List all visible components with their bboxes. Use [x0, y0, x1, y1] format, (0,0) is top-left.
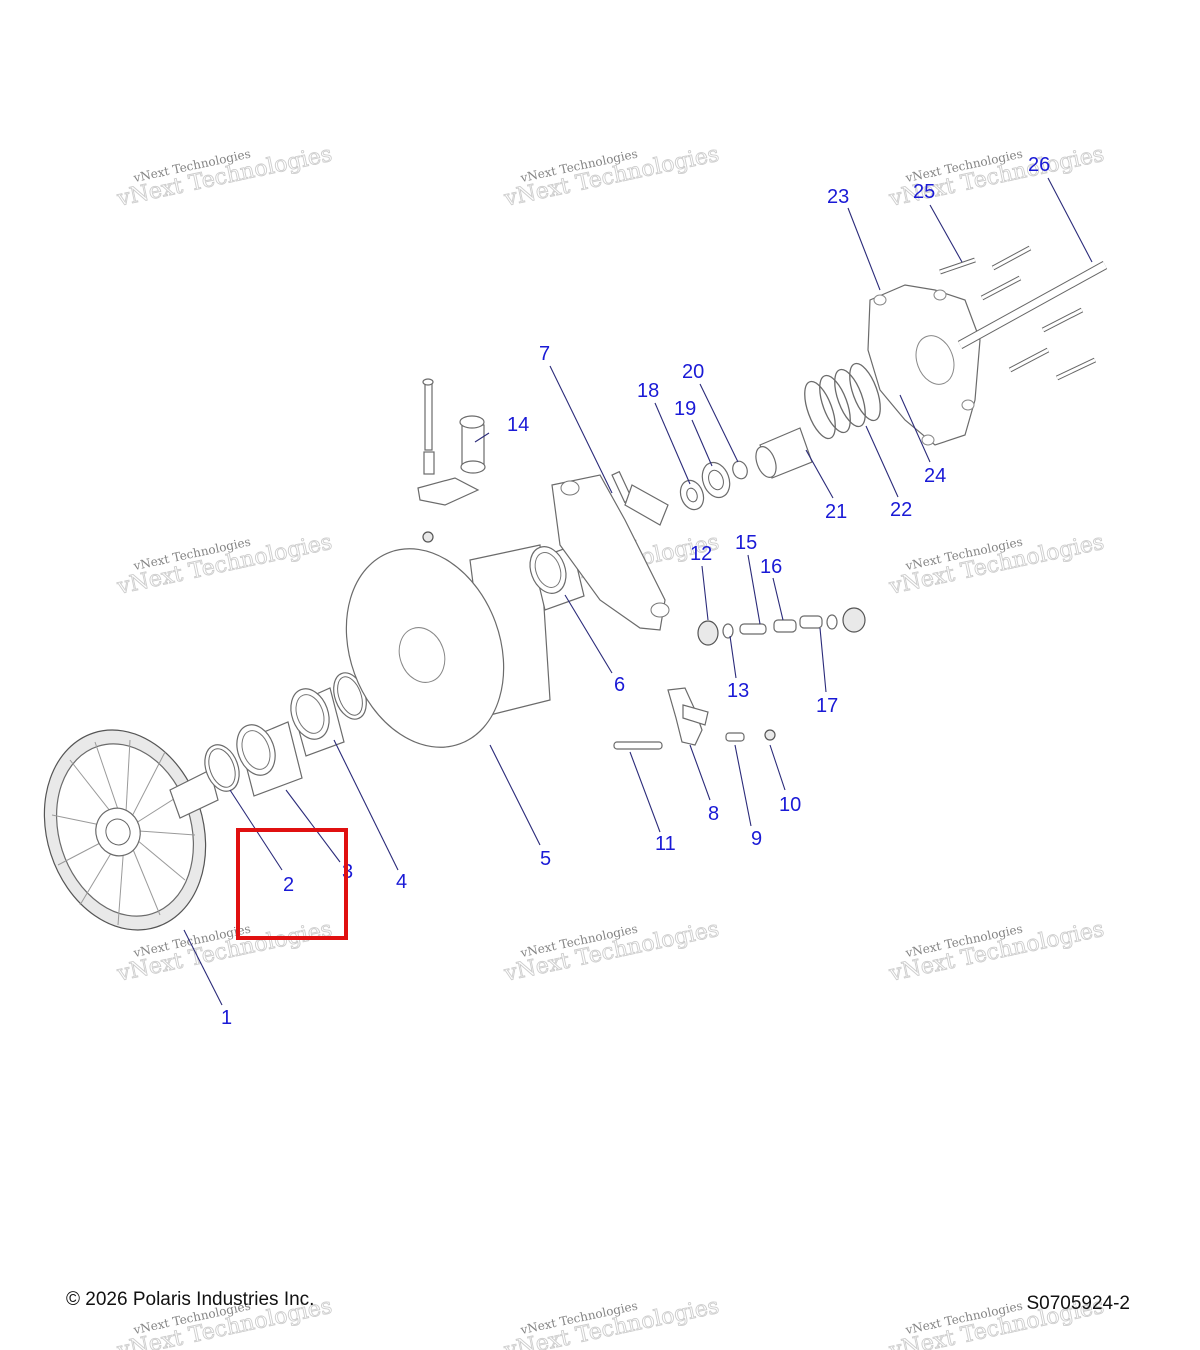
part-o-ring [204, 744, 240, 792]
callout-25[interactable]: 25 [913, 181, 935, 203]
part-roller-pins [697, 607, 866, 646]
watermark: vNext Technologies vNext Technologies [114, 529, 335, 600]
watermark: vNext Technologies vNext Technologies [501, 916, 722, 987]
part-flyweight [613, 687, 776, 750]
callout-1[interactable]: 1 [221, 1007, 232, 1029]
part-bushing-outer [290, 672, 367, 757]
part-cover [867, 284, 981, 446]
callout-5[interactable]: 5 [540, 848, 551, 870]
callout-18[interactable]: 18 [637, 380, 659, 402]
leader-lines [183, 177, 1093, 1006]
callout-20[interactable]: 20 [682, 361, 704, 383]
watermark: vNext Technologies vNext Technologies [886, 529, 1107, 600]
callout-14[interactable]: 14 [507, 414, 529, 436]
callout-6[interactable]: 6 [614, 674, 625, 696]
part-moveable-sheave [345, 544, 551, 748]
part-weight-hardware [417, 378, 486, 543]
callouts: 1 2 3 4 5 6 7 8 9 10 11 12 13 14 15 16 1… [221, 154, 1050, 1029]
callout-4[interactable]: 4 [396, 871, 407, 893]
part-fixed-sheave [43, 729, 219, 931]
callout-10[interactable]: 10 [779, 794, 801, 816]
part-bushing [236, 721, 303, 797]
watermark: vNext Technologies vNext Technologies [501, 141, 722, 212]
highlight-box [236, 828, 348, 940]
callout-12[interactable]: 12 [690, 543, 712, 565]
callout-16[interactable]: 16 [760, 556, 782, 578]
callout-15[interactable]: 15 [735, 532, 757, 554]
callout-19[interactable]: 19 [674, 398, 696, 420]
copyright-text: © 2026 Polaris Industries Inc. [66, 1289, 315, 1310]
callout-22[interactable]: 22 [890, 499, 912, 521]
part-bolts [939, 245, 1108, 381]
callout-2[interactable]: 2 [283, 874, 294, 896]
watermark: vNext Technologies vNext Technologies [886, 916, 1107, 987]
callout-21[interactable]: 21 [825, 501, 847, 523]
part-spider-bushing [529, 545, 585, 611]
part-spider [551, 470, 670, 631]
callout-17[interactable]: 17 [816, 695, 838, 717]
callout-11[interactable]: 11 [655, 833, 676, 855]
part-washers [679, 460, 748, 511]
callout-9[interactable]: 9 [751, 828, 762, 850]
watermark: vNext Technologies vNext Technologies [501, 1293, 722, 1350]
callout-24[interactable]: 24 [924, 465, 946, 487]
callout-13[interactable]: 13 [727, 680, 749, 702]
callout-7[interactable]: 7 [539, 343, 550, 365]
diagram-id: S0705924-2 [1026, 1293, 1130, 1314]
callout-26[interactable]: 26 [1028, 154, 1050, 176]
callout-23[interactable]: 23 [827, 186, 849, 208]
callout-8[interactable]: 8 [708, 803, 719, 825]
watermark: vNext Technologies vNext Technologies [114, 141, 335, 212]
